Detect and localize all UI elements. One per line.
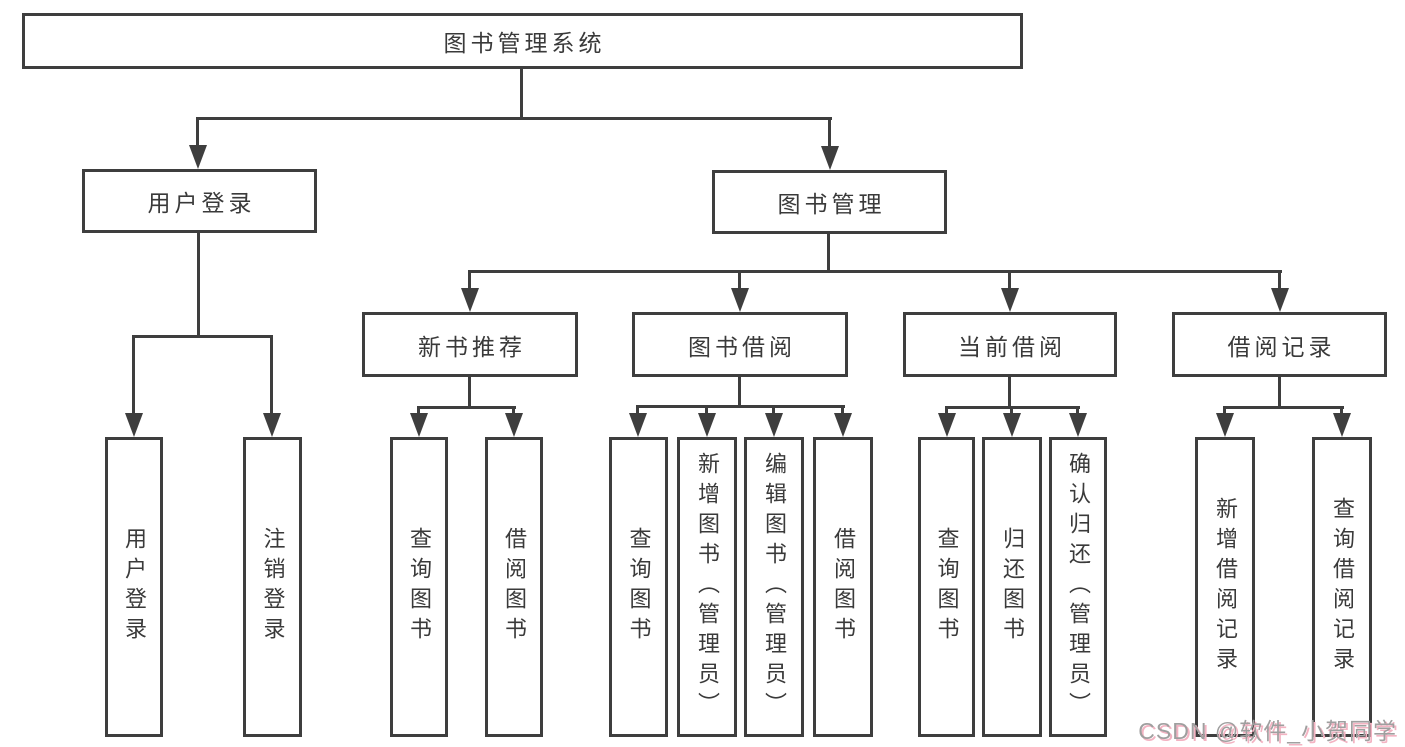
- connector-book-borrow-hbar: [636, 405, 845, 408]
- connector-to-bb-query: [636, 405, 639, 417]
- connector-to-nb-query: [417, 406, 420, 417]
- connector-book-borrow-stub: [738, 377, 741, 408]
- connector-to-book-borrow: [738, 270, 741, 292]
- connector-current-borrow-stub: [1008, 377, 1011, 409]
- leaf-record-add: 新增借阅记录: [1195, 437, 1255, 737]
- connector-to-cb-confirm: [1076, 406, 1079, 417]
- arrowhead-down-icon: [263, 413, 281, 437]
- arrowhead-down-icon: [461, 288, 479, 312]
- arrowhead-down-icon: [1271, 288, 1289, 312]
- arrowhead-down-icon: [1216, 413, 1234, 437]
- arrowhead-down-icon: [731, 288, 749, 312]
- connector-new-book-stub: [468, 377, 471, 409]
- connector-user-login-stub: [197, 233, 200, 338]
- connector-borrow-record-stub: [1278, 377, 1281, 409]
- arrowhead-down-icon: [410, 413, 428, 437]
- leaf-bookborrow-borrow: 借阅图书: [813, 437, 873, 737]
- connector-new-book-hbar: [417, 406, 516, 409]
- leaf-record-add-label: 新增借阅记录: [1213, 497, 1238, 677]
- arrowhead-down-icon: [821, 146, 839, 170]
- connector-to-cb-query: [945, 406, 948, 417]
- leaf-logout-label: 注销登录: [260, 527, 286, 647]
- connector-to-br-query: [1340, 406, 1343, 417]
- connector-to-book-mgmt: [828, 117, 831, 150]
- node-root: 图书管理系统: [22, 13, 1023, 69]
- arrowhead-down-icon: [698, 413, 716, 437]
- connector-root-stub: [520, 69, 523, 119]
- connector-borrow-record-hbar: [1223, 406, 1344, 409]
- leaf-newbook-query-label: 查询图书: [407, 527, 432, 647]
- arrowhead-down-icon: [629, 413, 647, 437]
- arrowhead-down-icon: [1003, 413, 1021, 437]
- leaf-newbook-borrow-label: 借阅图书: [502, 527, 527, 647]
- connector-to-br-add: [1223, 406, 1226, 417]
- connector-to-user-login: [196, 117, 199, 150]
- connector-to-bb-edit: [772, 405, 775, 417]
- arrowhead-down-icon: [938, 413, 956, 437]
- arrowhead-down-icon: [1001, 288, 1019, 312]
- leaf-bookborrow-add-label: 新增图书（管理员）: [695, 452, 720, 722]
- leaf-record-query: 查询借阅记录: [1312, 437, 1372, 737]
- leaf-bookborrow-edit: 编辑图书（管理员）: [744, 437, 804, 737]
- connector-to-bb-add: [705, 405, 708, 417]
- arrowhead-down-icon: [765, 413, 783, 437]
- connector-book-mgmt-stub: [827, 234, 830, 273]
- node-book-borrow-label: 图书借阅: [688, 333, 796, 360]
- connector-to-cb-return: [1010, 406, 1013, 417]
- csdn-watermark: CSDN @软件_小贺同学: [1138, 718, 1397, 744]
- arrowhead-down-icon: [834, 413, 852, 437]
- leaf-bookborrow-add: 新增图书（管理员）: [677, 437, 737, 737]
- leaf-record-query-label: 查询借阅记录: [1330, 497, 1355, 677]
- node-root-label: 图书管理系统: [443, 30, 606, 56]
- connector-to-leaf-logout: [270, 335, 273, 417]
- leaf-current-query: 查询图书: [918, 437, 975, 737]
- node-book-management: 图书管理: [712, 170, 947, 234]
- node-book-management-label: 图书管理: [777, 191, 886, 217]
- node-user-login: 用户登录: [82, 169, 317, 233]
- connector-to-borrow-record: [1278, 270, 1281, 292]
- leaf-current-confirm: 确认归还（管理员）: [1049, 437, 1107, 737]
- node-book-borrow: 图书借阅: [632, 312, 848, 377]
- connector-to-current-borrow: [1008, 270, 1011, 292]
- leaf-current-query-label: 查询图书: [934, 527, 960, 647]
- leaf-current-return: 归还图书: [982, 437, 1042, 737]
- node-new-book-recommend: 新书推荐: [362, 312, 578, 377]
- leaf-bookborrow-query: 查询图书: [609, 437, 668, 737]
- node-current-borrow: 当前借阅: [903, 312, 1117, 377]
- leaf-user-login-label: 用户登录: [122, 527, 147, 647]
- connector-to-new-book: [468, 270, 471, 292]
- leaf-current-return-label: 归还图书: [1000, 527, 1025, 647]
- leaf-user-login: 用户登录: [105, 437, 163, 737]
- leaf-bookborrow-borrow-label: 借阅图书: [831, 527, 856, 647]
- connector-root-hbar: [196, 117, 832, 120]
- node-borrow-record-label: 借阅记录: [1227, 333, 1336, 360]
- node-new-book-recommend-label: 新书推荐: [418, 333, 526, 360]
- node-borrow-record: 借阅记录: [1172, 312, 1387, 377]
- arrowhead-down-icon: [1069, 413, 1087, 437]
- leaf-bookborrow-query-label: 查询图书: [626, 527, 652, 647]
- connector-user-login-hbar: [132, 335, 273, 338]
- leaf-bookborrow-edit-label: 编辑图书（管理员）: [762, 452, 787, 722]
- arrowhead-down-icon: [189, 145, 207, 169]
- node-current-borrow-label: 当前借阅: [958, 333, 1066, 360]
- connector-to-bb-borrow: [841, 405, 844, 417]
- arrowhead-down-icon: [125, 413, 143, 437]
- leaf-newbook-borrow: 借阅图书: [485, 437, 543, 737]
- leaf-logout: 注销登录: [243, 437, 302, 737]
- arrowhead-down-icon: [505, 413, 523, 437]
- arrowhead-down-icon: [1333, 413, 1351, 437]
- connector-book-mgmt-hbar: [468, 270, 1282, 273]
- connector-to-nb-borrow: [512, 406, 515, 417]
- node-user-login-label: 用户登录: [147, 190, 256, 216]
- leaf-newbook-query: 查询图书: [390, 437, 448, 737]
- connector-to-leaf-user-login: [132, 335, 135, 417]
- leaf-current-confirm-label: 确认归还（管理员）: [1066, 452, 1091, 722]
